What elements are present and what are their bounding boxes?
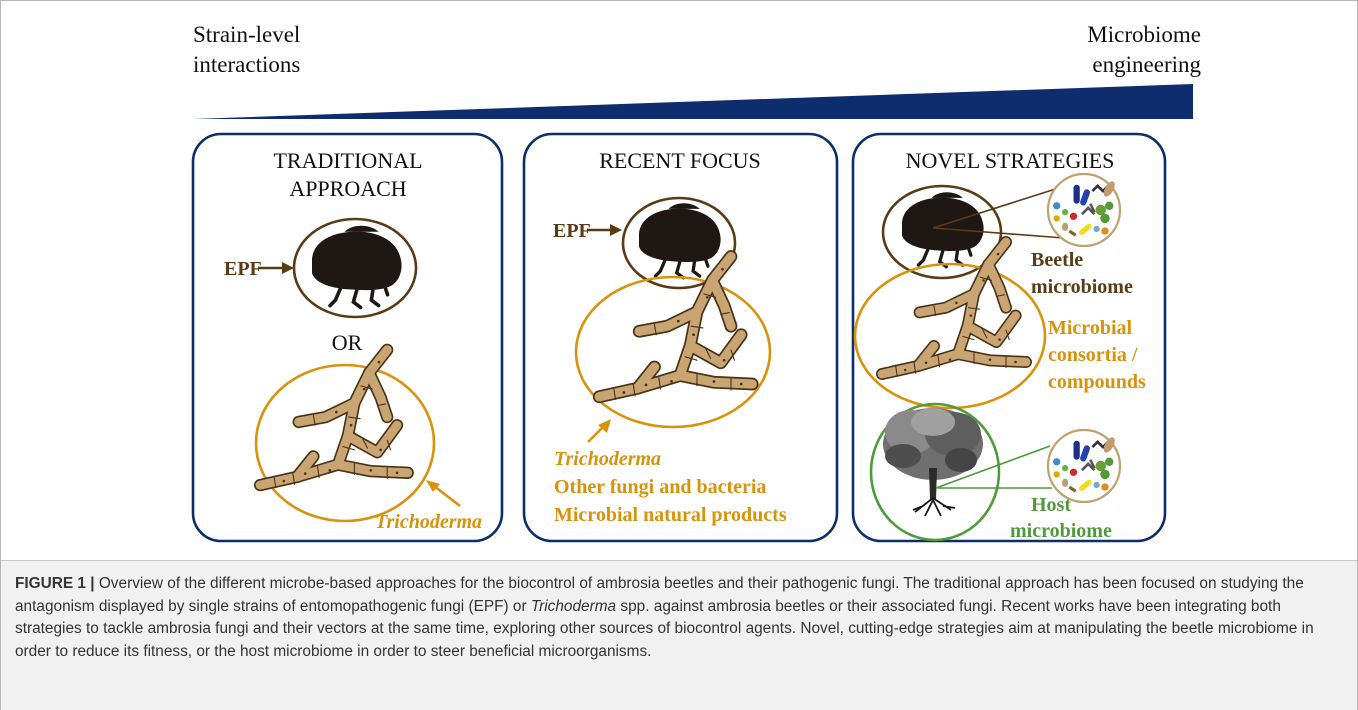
epf-arrow-head [282,262,294,274]
beetle-microbiome-label-line2: microbiome [1031,276,1133,298]
consortia-label-line1: Microbial [1048,317,1133,339]
consortia-label-line3: compounds [1048,371,1146,393]
beetle-icon [639,203,721,277]
gradient-wedge [193,84,1193,119]
epf-label: EPF [553,220,591,242]
figure-label: FIGURE 1 | [15,575,95,592]
scale-left-line2: interactions [193,52,300,77]
trichoderma-arrow [434,486,460,506]
or-label: OR [332,330,363,355]
diagram: Strain-level interactions Microbiome eng… [0,0,1358,560]
trichoderma-label: Trichoderma [375,511,482,533]
epf-label: EPF [224,258,262,280]
hypha-icon [260,350,408,488]
panel-traditional-title-line1: TRADITIONAL [273,148,422,173]
scale-right-line2: engineering [1092,52,1201,77]
scale-right-line1: Microbiome [1087,22,1201,47]
fungus-circle [576,277,770,427]
beetle-icon [312,226,402,308]
beetle-microbiome-label-line1: Beetle [1031,249,1083,271]
host-microbiome-label-line2: microbiome [1010,520,1112,542]
trichoderma-label: Trichoderma [554,448,661,470]
trichoderma-arrow [588,426,604,442]
panel-traditional-title-line2: APPROACH [289,176,406,201]
figure-caption: FIGURE 1 | Overview of the different mic… [15,573,1340,663]
scale-left-line1: Strain-level [193,22,300,47]
tree-icon [883,408,983,516]
host-microbiome-label-line1: Host [1031,494,1071,516]
other-fungi-label: Other fungi and bacteria [554,476,766,498]
panel-recent-title: RECENT FOCUS [599,148,761,173]
consortia-label-line2: consortia / [1048,344,1138,366]
caption-italic-trichoderma: Trichoderma [531,598,616,615]
fungus-circle [855,264,1045,408]
epf-arrow-head [610,224,622,236]
hypha-icon [882,242,1026,376]
natural-products-label: Microbial natural products [554,504,787,526]
panel-novel-title: NOVEL STRATEGIES [906,148,1115,173]
